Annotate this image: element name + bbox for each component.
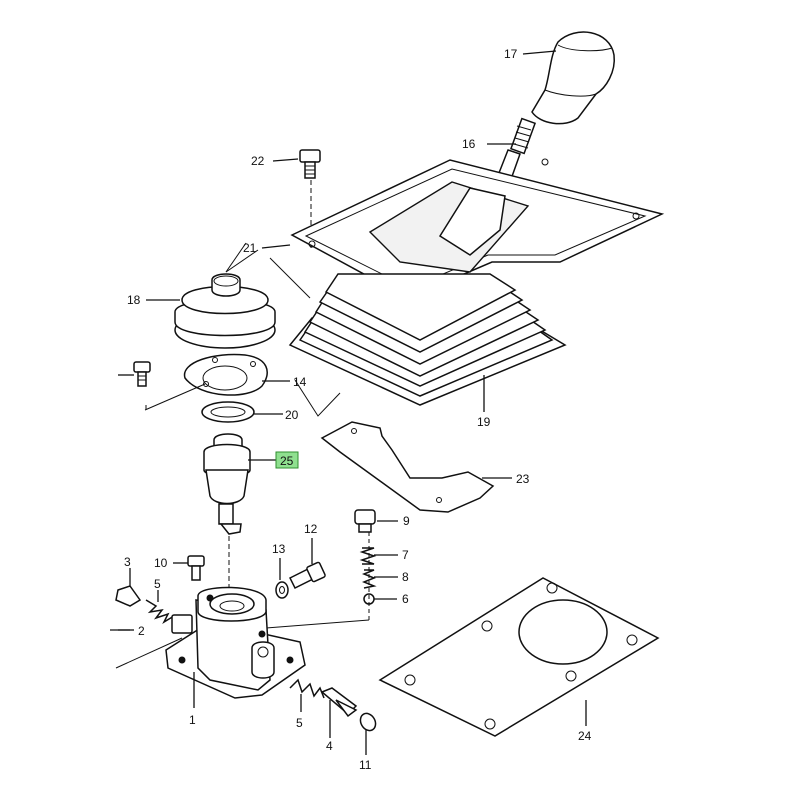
part-11-cap[interactable] (357, 711, 378, 734)
callout-8: 8 (402, 570, 409, 584)
part-20-o-ring[interactable] (201, 401, 255, 423)
callout-18: 18 (127, 293, 141, 307)
arrow-19-to-stack (294, 379, 341, 417)
arrow-18-left (225, 242, 247, 273)
callout-11: 11 (359, 758, 372, 772)
arrow-18-right (225, 249, 259, 273)
callout-14: 14 (293, 375, 307, 389)
callout-19: 19 (477, 415, 491, 429)
part-1-shifter-housing[interactable] (165, 586, 306, 699)
part-5-spring-left[interactable] (145, 599, 175, 624)
callout-4: 4 (326, 739, 333, 753)
leader-17 (522, 50, 557, 55)
callout-12: 12 (304, 522, 318, 536)
part-13-washer[interactable] (275, 581, 289, 599)
part-8-spring[interactable] (361, 569, 377, 589)
callout-7: 7 (402, 548, 409, 562)
callout-5-left: 5 (154, 577, 161, 591)
callout-25: 25 (280, 454, 294, 468)
part-17-shift-knob[interactable] (531, 31, 615, 125)
leader-22 (272, 158, 299, 162)
callout-20: 20 (285, 408, 299, 422)
callout-10: 10 (154, 556, 168, 570)
callout-22: 22 (251, 154, 265, 168)
callout-13: 13 (272, 542, 286, 556)
callout-16: 16 (462, 137, 476, 151)
bracket-14 (144, 383, 206, 411)
arrow-18-b (269, 257, 311, 299)
leader-21 (261, 244, 291, 249)
part-25-lever-housing[interactable] (203, 433, 251, 535)
part-3-shift-rod[interactable] (115, 568, 142, 607)
part-22-bolt[interactable] (299, 149, 321, 179)
callout-23: 23 (516, 472, 530, 486)
callout-1: 1 (189, 713, 196, 727)
line-6-to-housing (265, 619, 370, 629)
part-4-shift-rod[interactable] (320, 687, 358, 718)
part-12-bolt[interactable] (288, 561, 326, 590)
callout-21: 21 (243, 241, 257, 255)
callout-5-right: 5 (296, 716, 303, 730)
callout-2: 2 (138, 624, 145, 638)
callout-6: 6 (402, 592, 409, 606)
callout-25-highlight (275, 451, 299, 469)
callout-17: 17 (504, 47, 518, 61)
part-7-spring[interactable] (359, 547, 377, 565)
part-18-dust-cap[interactable] (174, 273, 276, 349)
part-5-spring-right[interactable] (289, 678, 325, 699)
callout-24: 24 (578, 729, 592, 743)
part-9-plug[interactable] (354, 509, 376, 533)
part-23-cover-plate[interactable] (320, 421, 495, 513)
part-bolt-small[interactable] (133, 361, 151, 387)
axis-left (115, 637, 183, 669)
part-24-base-plate[interactable] (378, 577, 660, 737)
part-10-bolt[interactable] (187, 555, 205, 581)
callout-9: 9 (403, 514, 410, 528)
part-14-gasket[interactable] (183, 353, 268, 396)
part-19-shift-boot[interactable] (288, 273, 567, 406)
callout-3: 3 (124, 555, 131, 569)
